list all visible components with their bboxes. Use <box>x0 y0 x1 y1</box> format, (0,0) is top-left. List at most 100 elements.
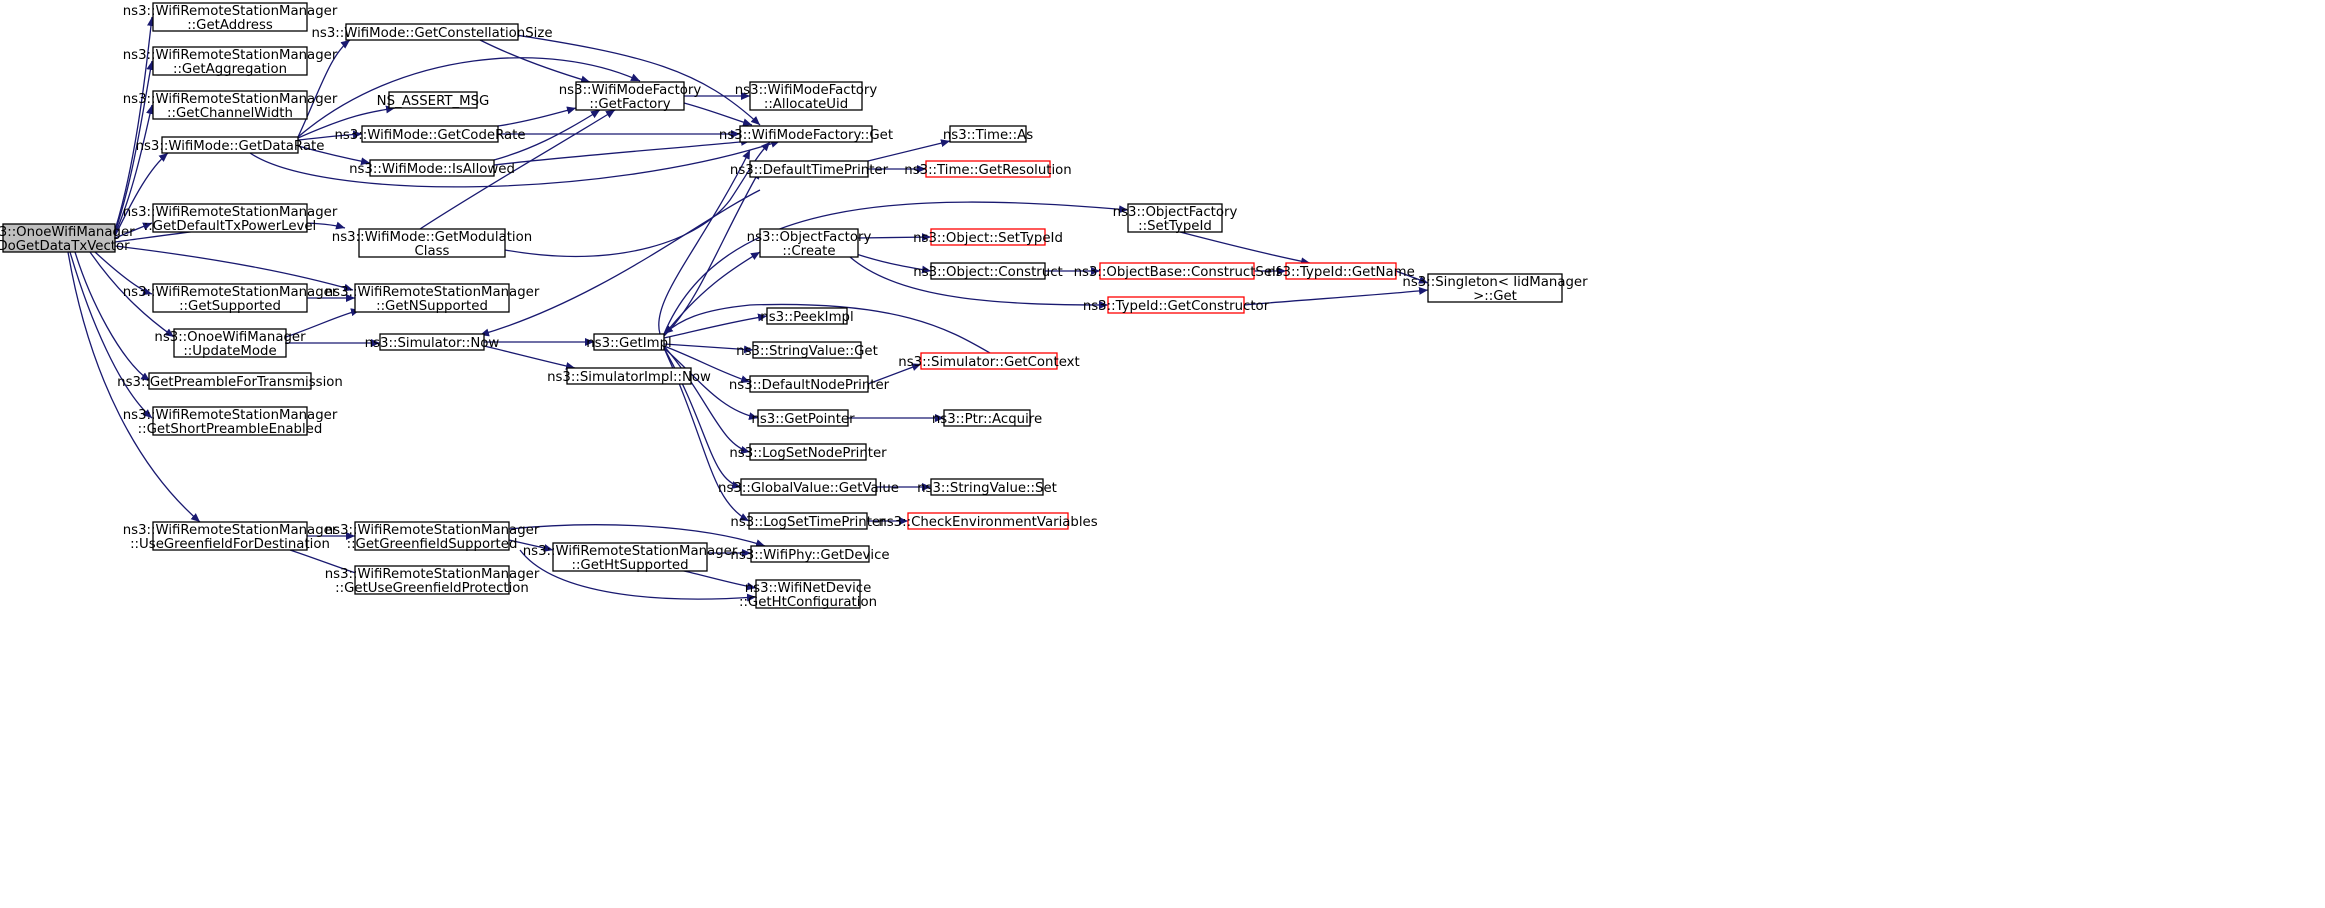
node-box <box>1285 262 1397 280</box>
node-box <box>566 367 692 385</box>
node-box <box>949 125 1027 143</box>
node-get-constructor[interactable]: ns3::TypeId::GetConstructor <box>1083 296 1270 314</box>
node-time-as[interactable]: ns3::Time::As <box>943 125 1033 143</box>
node-root[interactable]: ns3::OnoeWifiManager::DoGetDataTxVector <box>0 223 135 254</box>
node-get-n-supported[interactable]: ns3::WifiRemoteStationManager::GetNSuppo… <box>325 283 540 314</box>
node-label-line: ns3::ObjectFactory <box>1113 205 1238 220</box>
node-box <box>749 443 867 461</box>
node-obj-construct[interactable]: ns3::Object::Construct <box>913 262 1063 280</box>
node-is-allowed[interactable]: ns3::WifiMode::IsAllowed <box>349 159 515 177</box>
node-use-greenfield[interactable]: ns3::WifiRemoteStationManager::UseGreenf… <box>123 521 338 552</box>
node-factory-get[interactable]: ns3::WifiModeFactory::Get <box>719 125 893 143</box>
node-use-greenfield-protection[interactable]: ns3::WifiRemoteStationManager::GetUseGre… <box>325 565 540 596</box>
node-box <box>943 409 1031 427</box>
node-label-line: ns3::WifiMode::GetModulation <box>332 230 532 245</box>
node-label-line: ns3::GetPreambleForTransmission <box>117 375 343 390</box>
node-time-printer[interactable]: ns3::DefaultTimePrinter <box>730 160 889 178</box>
node-log-set-node[interactable]: ns3::LogSetNodePrinter <box>729 443 887 461</box>
node-label-line: ns3::Object::SetTypeId <box>913 231 1063 246</box>
node-label-line: ns3::WifiModeFactory <box>735 83 878 98</box>
call-edge-46 <box>663 345 751 454</box>
call-edge-22 <box>493 109 601 161</box>
node-get-data-rate[interactable]: ns3::WifiMode::GetDataRate <box>136 136 325 154</box>
node-label-line: ::UseGreenfieldForDestination <box>130 537 330 552</box>
node-ht-supported[interactable]: ns3::WifiRemoteStationManager::GetHtSupp… <box>523 542 738 573</box>
node-label-line: ns3::WifiMode::IsAllowed <box>349 162 515 177</box>
node-time-res[interactable]: ns3::Time::GetResolution <box>904 160 1072 178</box>
node-allocate-uid[interactable]: ns3::WifiModeFactory::AllocateUid <box>735 81 878 112</box>
node-label-line: ::GetHtSupported <box>571 558 688 573</box>
node-obj-factory-create[interactable]: ns3::ObjectFactory::Create <box>747 228 872 259</box>
node-construct-self[interactable]: ns3::ObjectBase::ConstructSelf <box>1074 262 1281 280</box>
node-log-set-time[interactable]: ns3::LogSetTimePrinter <box>730 512 886 530</box>
node-get-impl[interactable]: ns3::GetImpl <box>586 333 672 351</box>
call-edge-20 <box>497 106 577 127</box>
node-label-line: ns3::LogSetTimePrinter <box>730 515 886 530</box>
node-get-pointer[interactable]: ns3::GetPointer <box>751 409 855 427</box>
node-box <box>740 478 877 496</box>
node-label-line: ns3::WifiRemoteStationManager <box>325 523 540 538</box>
node-peek-impl[interactable]: ns3::PeekImpl <box>760 307 854 325</box>
node-box <box>152 90 308 120</box>
node-label-line: ns3::Singleton< IidManager <box>1402 275 1588 290</box>
call-edge-66 <box>1243 286 1429 306</box>
node-set-type-id[interactable]: ns3::ObjectFactory::SetTypeId <box>1113 203 1238 234</box>
node-get-context[interactable]: ns3::Simulator::GetContext <box>898 352 1080 370</box>
node-label-line: ::GetUseGreenfieldProtection <box>335 581 529 596</box>
node-box <box>752 341 862 359</box>
call-edge-13 <box>297 105 396 139</box>
node-label-line: ns3::DefaultTimePrinter <box>730 163 889 178</box>
call-edge-64 <box>1179 231 1311 266</box>
node-singleton[interactable]: ns3::Singleton< IidManager >::Get <box>1402 273 1588 304</box>
node-box <box>593 333 665 351</box>
node-node-printer[interactable]: ns3::DefaultNodePrinter <box>729 375 890 393</box>
node-box <box>152 406 308 436</box>
node-get-device[interactable]: ns3::WifiPhy::GetDevice <box>730 545 890 563</box>
node-get-code-rate[interactable]: ns3::WifiMode::GetCodeRate <box>334 125 526 143</box>
node-get-default-tx-power-level[interactable]: ns3::WifiRemoteStationManager::GetDefaul… <box>123 203 338 234</box>
node-label-line: ns3::GetPointer <box>751 412 855 427</box>
call-edge-35 <box>508 539 554 552</box>
node-box <box>755 579 861 609</box>
node-box <box>930 262 1046 280</box>
node-ht-config[interactable]: ns3::WifiNetDevice::GetHtConfiguration <box>739 579 877 610</box>
node-get-channel-width[interactable]: ns3::WifiRemoteStationManager::GetChanne… <box>123 90 338 121</box>
node-get-preamble[interactable]: ns3::GetPreambleForTransmission <box>117 372 343 390</box>
node-get-aggregation[interactable]: ns3::WifiRemoteStationManager::GetAggreg… <box>123 46 338 77</box>
node-box <box>920 352 1058 370</box>
node-label-line: ns3::WifiModeFactory <box>559 83 702 98</box>
node-label-line: ::GetNSupported <box>376 299 488 314</box>
node-get-supported[interactable]: ns3::WifiRemoteStationManager::GetSuppor… <box>123 283 338 314</box>
node-obj-set-type-id[interactable]: ns3::Object::SetTypeId <box>913 228 1063 246</box>
node-get-short-preamble[interactable]: ns3::WifiRemoteStationManager::GetShortP… <box>123 406 338 437</box>
call-edge-9 <box>74 251 151 382</box>
node-update-mode[interactable]: ns3::OnoeWifiManager::UpdateMode <box>154 328 306 359</box>
node-label-line: ns3::WifiModeFactory::Get <box>719 128 893 143</box>
node-string-value-get[interactable]: ns3::StringValue::Get <box>736 341 878 359</box>
node-label-line: ns3::WifiPhy::GetDevice <box>730 548 889 563</box>
node-get-factory[interactable]: ns3::WifiModeFactory::GetFactory <box>559 81 702 112</box>
node-get-address[interactable]: ns3::WifiRemoteStationManager::GetAddres… <box>123 2 338 33</box>
call-edge-44 <box>663 345 751 383</box>
node-box <box>148 372 312 390</box>
call-edge-65 <box>1395 270 1429 284</box>
call-edge-18 <box>495 31 761 126</box>
node-get-constellation[interactable]: ns3::WifiMode::GetConstellationSize <box>311 23 553 41</box>
call-edge-8 <box>89 251 175 338</box>
call-edge-16 <box>297 57 641 138</box>
node-box <box>759 228 859 258</box>
node-sim-now[interactable]: ns3::Simulator::Now <box>365 333 500 351</box>
node-string-value-set[interactable]: ns3::StringValue::Set <box>917 478 1057 496</box>
call-edge-58 <box>867 363 922 385</box>
node-ptr-acquire[interactable]: ns3::Ptr::Acquire <box>932 409 1042 427</box>
node-ns-assert[interactable]: NS_ASSERT_MSG <box>377 91 490 109</box>
node-box <box>152 521 308 551</box>
node-get-name[interactable]: ns3::TypeId::GetName <box>1267 262 1415 280</box>
node-global-value[interactable]: ns3::GlobalValue::GetValue <box>718 478 899 496</box>
node-check-env[interactable]: ns3::CheckEnvironmentVariables <box>878 512 1098 530</box>
node-greenfield-supported[interactable]: ns3::WifiRemoteStationManager::GetGreenf… <box>325 521 540 552</box>
node-sim-impl-now[interactable]: ns3::SimulatorImpl::Now <box>547 367 711 385</box>
node-label-line: ns3::WifiRemoteStationManager <box>523 544 738 559</box>
